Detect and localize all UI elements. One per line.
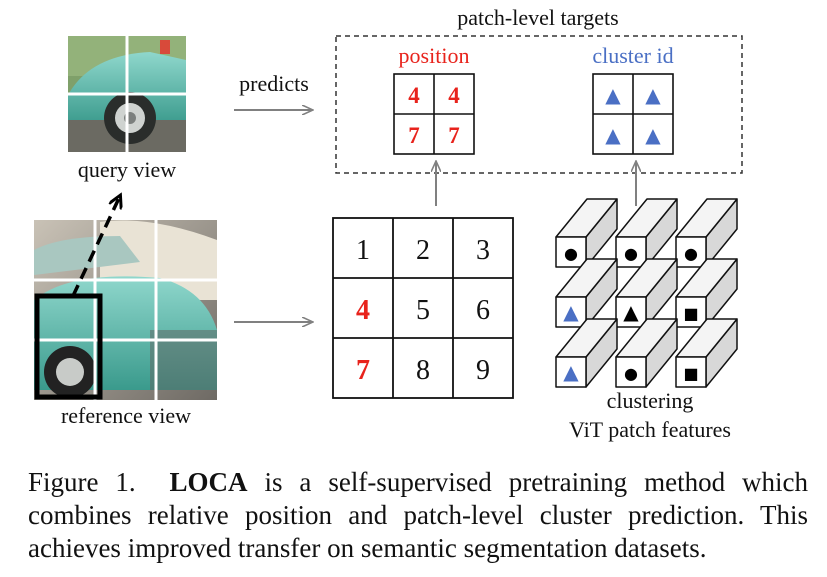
feature-prism: ● <box>615 318 678 388</box>
circle-icon: ● <box>564 244 578 263</box>
position-label: position <box>399 43 470 68</box>
circle-icon: ● <box>684 244 698 263</box>
cluster-id-grid: ▲ ▲ ▲ ▲ <box>592 73 674 155</box>
vit-feature-prisms: ● ● ● ■ ▲ ▲ ■ ● ▲ <box>555 198 738 388</box>
position-cell: 4 <box>448 83 460 108</box>
query-crop-box <box>34 293 103 400</box>
grid-cell: 9 <box>476 355 490 386</box>
position-grid: 4 4 7 7 <box>393 73 475 155</box>
cluster-triangle-icon: ▲ <box>605 83 621 107</box>
grid-cell-highlight: 7 <box>356 355 370 386</box>
reference-position-grid: 1 2 3 4 5 6 7 8 9 <box>332 217 514 399</box>
figure-caption: Figure 1. LOCA is a self-supervised pret… <box>28 466 808 565</box>
grid-cell-highlight: 4 <box>356 295 370 326</box>
cluster-triangle-icon: ▲ <box>645 123 661 147</box>
grid-cell: 1 <box>356 235 370 266</box>
reference-view-label: reference view <box>61 403 191 428</box>
feature-prism: ■ <box>675 258 738 328</box>
position-cell: 7 <box>448 123 460 148</box>
square-icon: ■ <box>683 364 698 383</box>
position-cell: 7 <box>408 123 420 148</box>
grid-cell: 8 <box>416 355 430 386</box>
caption-prefix: Figure 1. <box>28 467 136 497</box>
circle-icon: ● <box>624 364 638 383</box>
grid-cell: 5 <box>416 295 430 326</box>
cluster-triangle-icon: ▲ <box>605 123 621 147</box>
triangle-icon: ▲ <box>563 300 579 324</box>
grid-cell: 6 <box>476 295 490 326</box>
square-icon: ■ <box>683 304 698 323</box>
targets-box <box>335 35 743 174</box>
targets-title: patch-level targets <box>457 5 618 30</box>
clustering-label: clustering <box>607 388 694 413</box>
caption-text: is a self-supervised pretraining method … <box>28 467 808 563</box>
feature-prism: ▲ <box>615 258 678 328</box>
feature-prism: ● <box>615 198 678 268</box>
triangle-icon: ▲ <box>623 300 639 324</box>
query-view-image <box>68 36 186 152</box>
query-view-label: query view <box>78 157 176 182</box>
feature-prism: ▲ <box>555 318 618 388</box>
vit-features-label: ViT patch features <box>569 417 731 442</box>
figure-1-diagram: query view reference view predicts patch… <box>34 5 743 442</box>
position-cell: 4 <box>408 83 420 108</box>
reference-view-image <box>34 220 217 400</box>
predicts-label: predicts <box>239 71 309 96</box>
grid-cell: 2 <box>416 235 430 266</box>
triangle-icon: ▲ <box>563 360 579 384</box>
grid-cell: 3 <box>476 235 490 266</box>
circle-icon: ● <box>624 244 638 263</box>
feature-prism: ● <box>555 198 618 268</box>
feature-prism: ● <box>675 198 738 268</box>
caption-bold: LOCA <box>169 467 248 497</box>
cluster-id-label: cluster id <box>592 43 673 68</box>
cluster-triangle-icon: ▲ <box>645 83 661 107</box>
feature-prism: ▲ <box>555 258 618 328</box>
feature-prism: ■ <box>675 318 738 388</box>
